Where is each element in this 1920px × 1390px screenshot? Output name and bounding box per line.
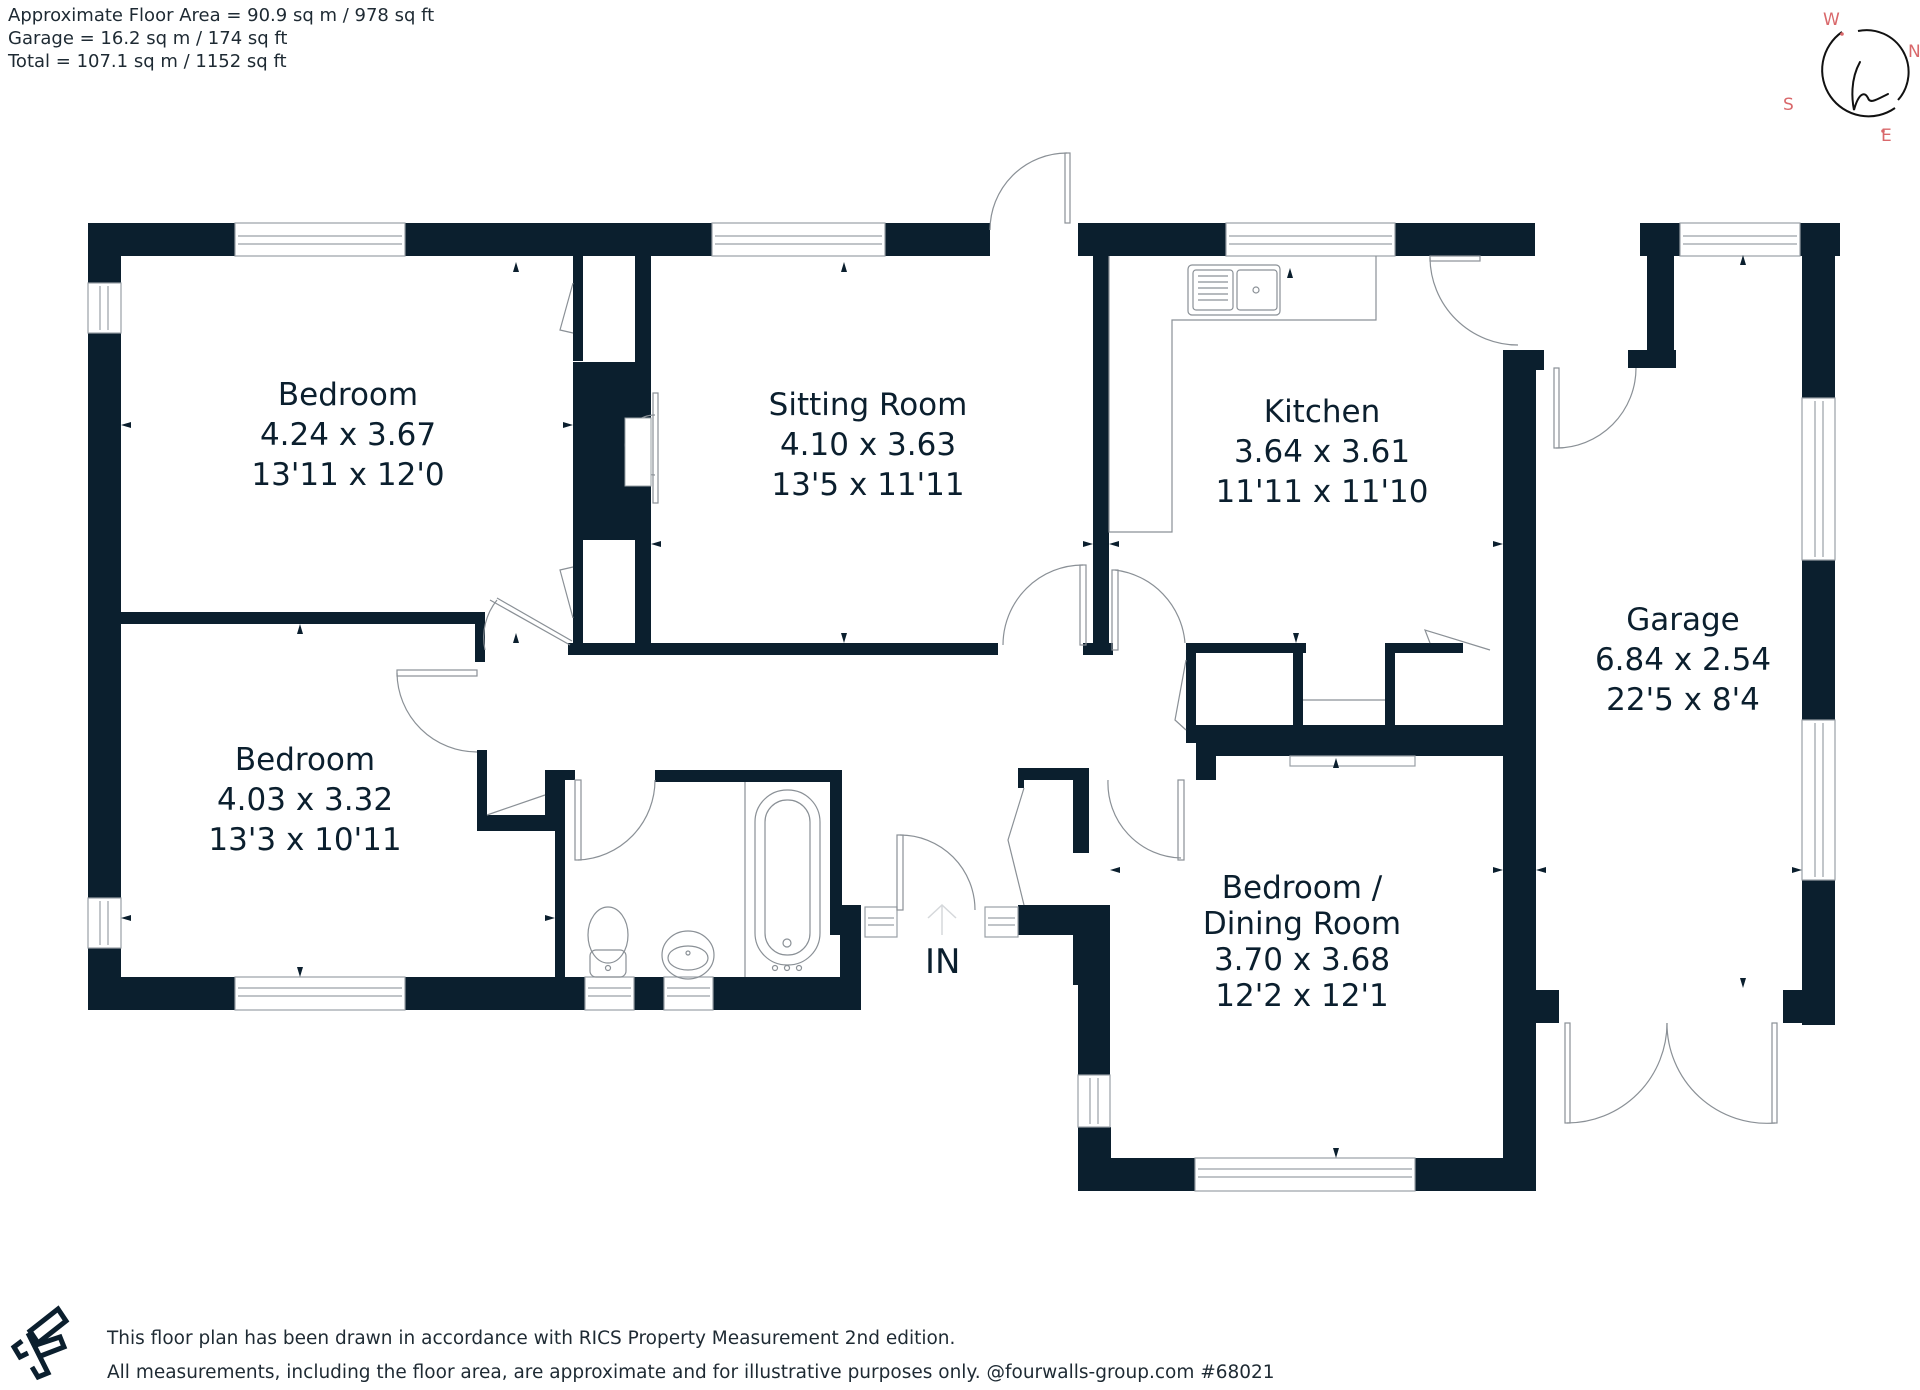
fourwalls-logo-icon (10, 1305, 70, 1381)
fireplace-icon (624, 417, 652, 487)
entry-arrow-icon (927, 903, 957, 935)
windows (87, 222, 1836, 1192)
disclaimer: This floor plan has been drawn in accord… (107, 1322, 1275, 1390)
room-name: Bedroom (277, 377, 419, 413)
room-imperial: 13'3 x 10'11 (208, 822, 402, 858)
room-metric: 3.64 x 3.61 (1233, 434, 1411, 470)
room-imperial: 12'2 x 12'1 (1215, 978, 1389, 1014)
walls (88, 223, 1840, 1191)
room-metric: 3.70 x 3.68 (1213, 942, 1391, 978)
compass-circle-icon (1821, 29, 1910, 133)
room-name: Kitchen (1263, 394, 1381, 430)
floor-area-text: Approximate Floor Area = 90.9 sq m / 978… (8, 5, 435, 26)
compass-south-label: S (1783, 95, 1794, 115)
disclaimer-line-2: All measurements, including the floor ar… (107, 1362, 1275, 1383)
compass-east-label: E (1881, 126, 1892, 146)
room-imperial: 13'11 x 12'0 (251, 457, 445, 493)
room-metric: 4.03 x 3.32 (216, 782, 394, 818)
room-name-line2: Dining Room (1202, 906, 1402, 942)
room-label-bedroom-2: Bedroom 4.03 x 3.32 13'3 x 10'11 (208, 740, 401, 860)
room-name-line1: Bedroom / (1221, 870, 1383, 906)
room-name: Garage (1626, 602, 1740, 638)
room-label-bedroom-1: Bedroom 4.24 x 3.67 13'11 x 12'0 (251, 375, 444, 495)
room-name: Sitting Room (768, 387, 968, 423)
compass-north-label: N (1908, 42, 1920, 62)
room-metric: 4.24 x 3.67 (259, 417, 437, 453)
room-imperial: 22'5 x 8'4 (1606, 682, 1760, 718)
basin-icon (661, 930, 715, 980)
garage-area-text: Garage = 16.2 sq m / 174 sq ft (8, 28, 288, 49)
sink-icon (1187, 264, 1281, 316)
room-label-garage: Garage 6.84 x 2.54 22'5 x 8'4 (1595, 600, 1771, 720)
room-metric: 6.84 x 2.54 (1594, 642, 1772, 678)
room-metric: 4.10 x 3.63 (779, 427, 957, 463)
disclaimer-line-1: This floor plan has been drawn in accord… (107, 1328, 956, 1349)
area-summary: Approximate Floor Area = 90.9 sq m / 978… (8, 4, 434, 73)
kitchen-units (1108, 256, 1385, 701)
entrance-label: IN (925, 942, 961, 982)
room-label-kitchen: Kitchen 3.64 x 3.61 11'11 x 11'10 (1216, 392, 1429, 512)
compass-west-label: W (1823, 10, 1840, 30)
total-area-text: Total = 107.1 sq m / 1152 sq ft (8, 51, 287, 72)
measurement-arrows (121, 255, 1802, 1158)
room-imperial: 13'5 x 11'11 (771, 467, 965, 503)
bathroom-fixtures (587, 782, 821, 980)
room-label-bedroom-dining: Bedroom / Dining Room 3.70 x 3.68 12'2 x… (1203, 870, 1401, 1014)
compass-logo: W N S E (1780, 10, 1920, 150)
room-label-sitting-room: Sitting Room 4.10 x 3.63 13'5 x 11'11 (769, 385, 968, 505)
room-imperial: 11'11 x 11'10 (1215, 474, 1429, 510)
toilet-icon (587, 906, 629, 964)
room-name: Bedroom (234, 742, 376, 778)
signature-h-icon (1851, 61, 1889, 111)
